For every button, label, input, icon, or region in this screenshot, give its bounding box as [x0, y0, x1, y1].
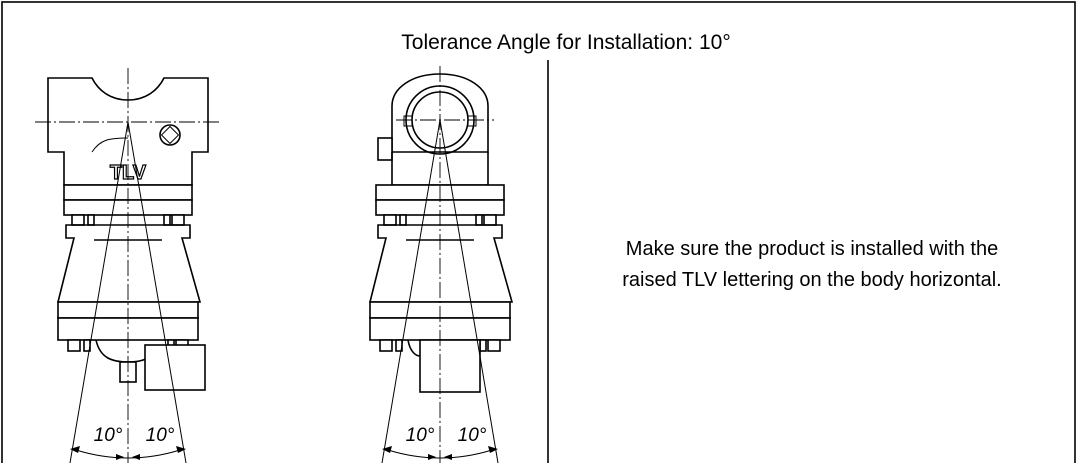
front-angle-right-label: 10° — [146, 425, 175, 446]
side-view-drawing — [368, 66, 514, 463]
front-view-drawing: TLV — [35, 68, 222, 463]
side-angle-right-label: 10° — [458, 425, 487, 446]
instruction-line-2: raised TLV lettering on the body horizon… — [622, 269, 1002, 291]
diagram-title: Tolerance Angle for Installation: 10° — [401, 31, 730, 54]
instruction-line-1: Make sure the product is installed with … — [626, 238, 998, 260]
side-angle-left-label: 10° — [406, 425, 435, 446]
front-angle-left-label: 10° — [94, 425, 123, 446]
